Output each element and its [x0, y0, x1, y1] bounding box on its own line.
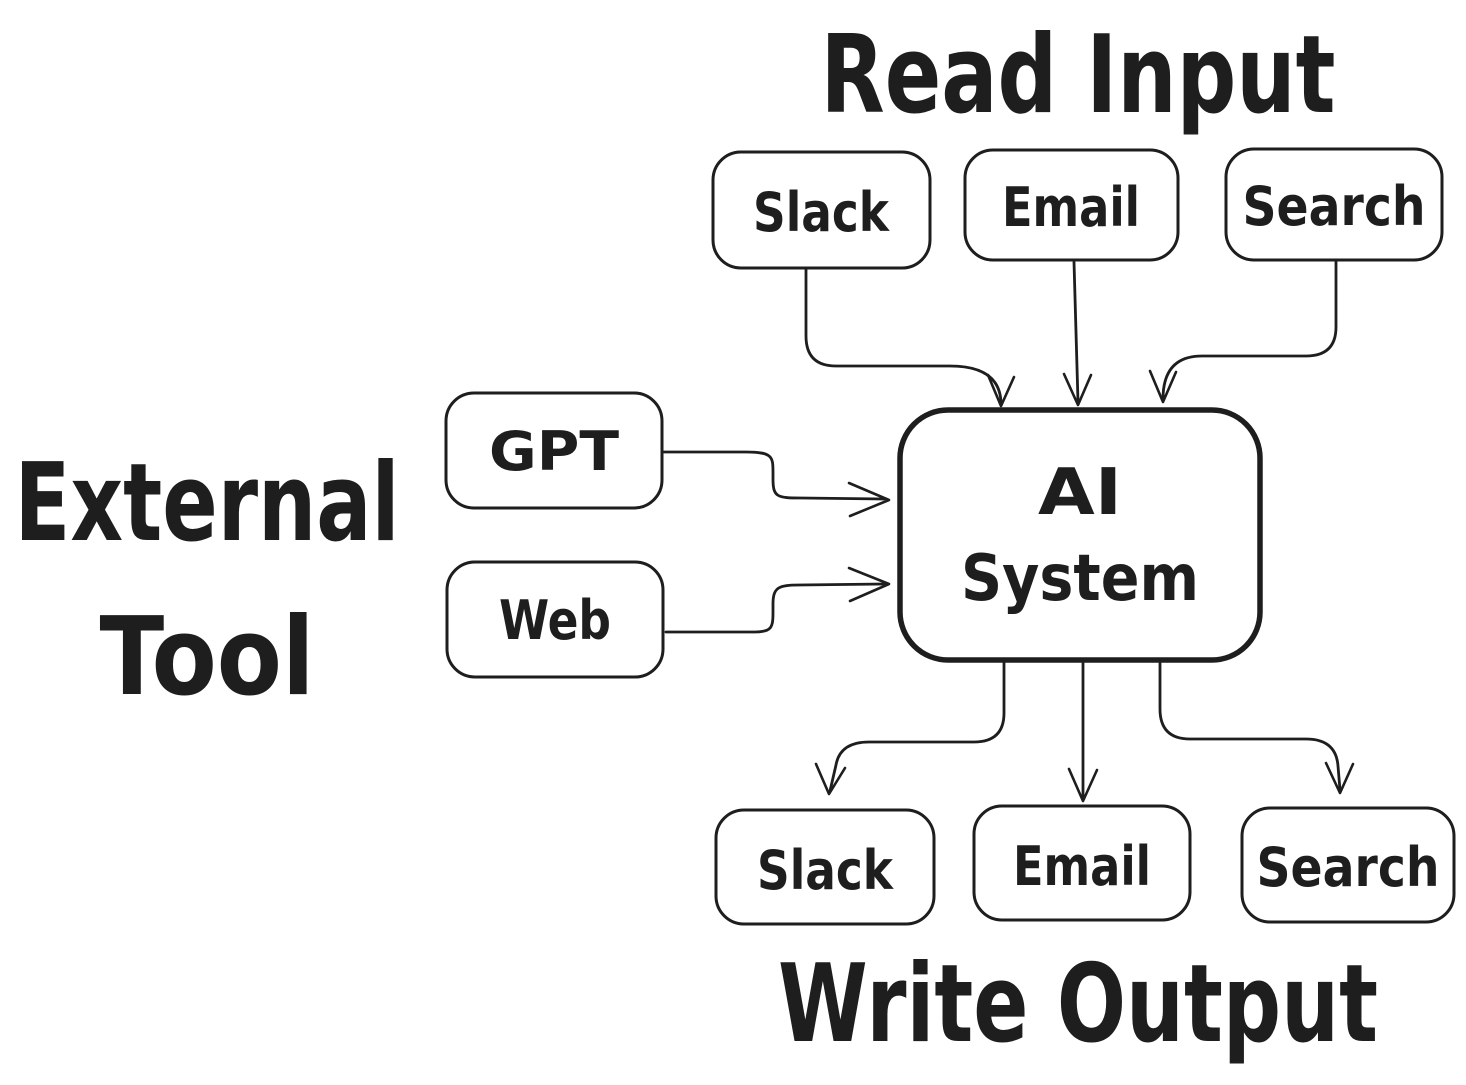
read-input-title: Read Input [821, 13, 1336, 138]
arrow-web-to-ai-shaft [664, 582, 886, 634]
input-search-box-sketch [1225, 147, 1443, 262]
node-ai-system: AI System [897, 407, 1263, 663]
node-output-slack: Slack [714, 808, 936, 926]
arrow-ai-to-output-search [1158, 659, 1355, 795]
write-output-title: Write Output [778, 942, 1378, 1067]
arrow-input-slack-to-ai-shaft [804, 266, 1003, 405]
node-input-search: Search [1224, 147, 1444, 262]
node-output-search: Search [1240, 806, 1456, 924]
node-input-slack: Slack [711, 150, 932, 270]
output-slack-box-sketch [715, 808, 935, 926]
tool-web-box-sketch [445, 560, 665, 679]
tool-gpt-label: GPT [489, 420, 619, 483]
arrow-ai-to-output-email [1067, 659, 1099, 803]
input-slack-box-sketch [711, 150, 932, 270]
tool-gpt-box-sketch [444, 391, 664, 510]
node-output-email: Email [972, 804, 1192, 922]
arrow-input-email-to-ai-shaft [1072, 260, 1080, 404]
external-tool-title-line2: Tool [100, 595, 315, 720]
output-email-label: Email [1013, 835, 1151, 898]
ai-system-label-line2: System [961, 542, 1199, 616]
output-slack-label: Slack [757, 839, 894, 902]
ai-system-label-line1: AI [1038, 456, 1122, 530]
arrow-ai-to-output-email-head [1067, 767, 1099, 803]
arrow-input-slack-to-ai [804, 266, 1016, 408]
input-email-box-sketch [964, 148, 1179, 262]
arrow-ai-to-output-slack-shaft [828, 659, 1006, 793]
input-slack-label: Slack [753, 181, 890, 244]
tool-web-label: Web [499, 589, 611, 652]
arrow-input-search-to-ai-head [1148, 369, 1178, 404]
arrow-ai-to-output-search-shaft [1158, 659, 1342, 792]
arrow-web-to-ai-head [847, 566, 891, 603]
arrow-input-search-to-ai-shaft [1161, 259, 1338, 401]
node-input-email: Email [963, 148, 1180, 262]
arrow-gpt-to-ai-head [847, 481, 891, 518]
arrow-input-email-to-ai-head [1062, 372, 1093, 407]
arrow-input-email-to-ai [1062, 260, 1093, 407]
arrow-ai-to-output-slack [814, 659, 1006, 796]
node-tool-web: Web [445, 560, 665, 679]
input-email-label: Email [1002, 176, 1140, 239]
arrow-web-to-ai [664, 566, 891, 634]
node-tool-gpt: GPT [444, 391, 664, 510]
arrow-gpt-to-ai-shaft [662, 450, 886, 501]
output-email-box-sketch [973, 804, 1191, 922]
ai-system-box [897, 407, 1263, 663]
output-search-label: Search [1257, 836, 1440, 899]
input-search-label: Search [1243, 175, 1426, 238]
arrow-ai-to-output-search-head [1324, 761, 1355, 795]
arrow-input-slack-to-ai-head [986, 373, 1016, 408]
arrow-gpt-to-ai [662, 450, 891, 518]
external-tool-title-line1: External [15, 441, 400, 566]
ai-system-box-sketch [898, 408, 1262, 662]
arrow-ai-to-output-slack-head [814, 762, 847, 796]
arrow-input-search-to-ai [1148, 259, 1338, 404]
output-search-box-sketch [1241, 806, 1455, 924]
